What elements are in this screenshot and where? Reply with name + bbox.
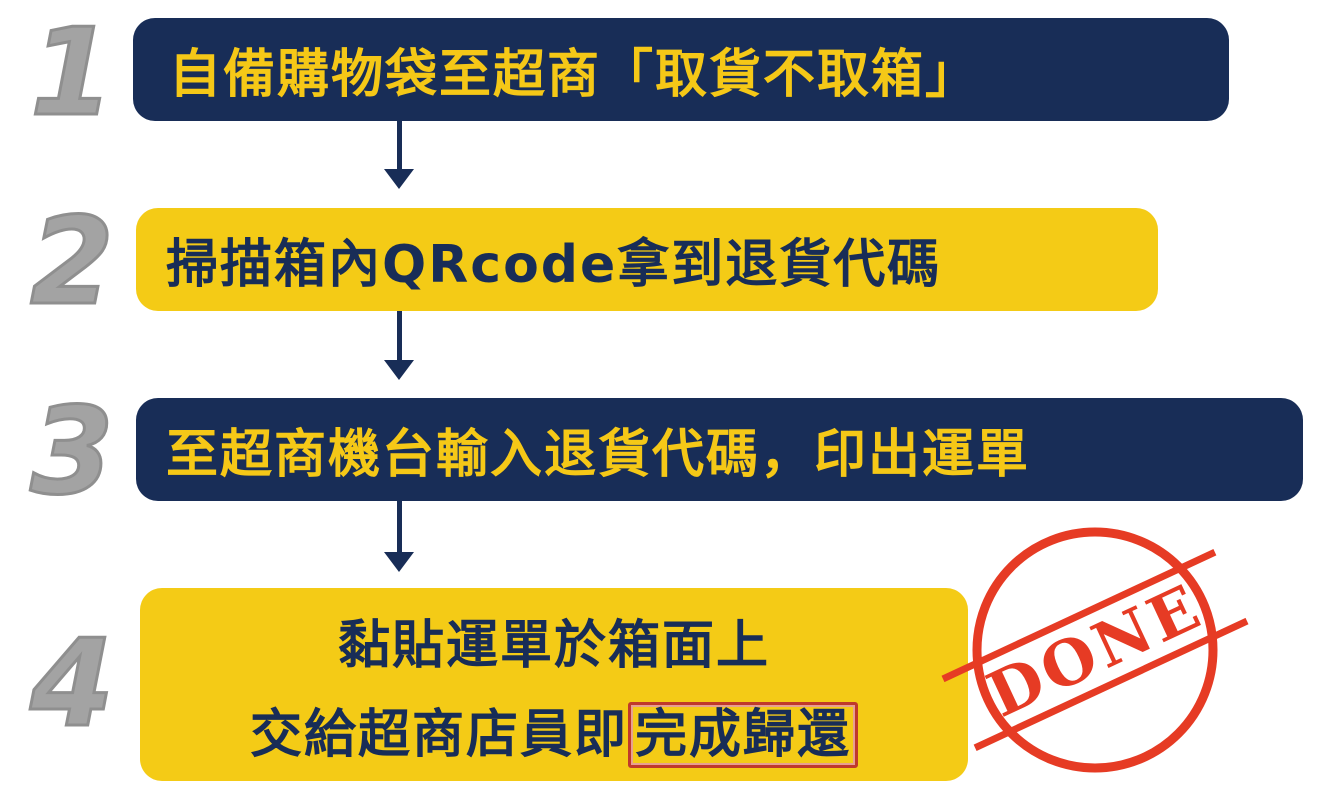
step-1-box: 自備購物袋至超商「取貨不取箱」 xyxy=(133,18,1229,121)
arrow-1-2 xyxy=(384,121,414,189)
step-number-1: 1 xyxy=(29,4,116,143)
step-2-box: 掃描箱內QRcode拿到退貨代碼 xyxy=(136,208,1158,311)
done-stamp-icon: DONE xyxy=(941,527,1249,773)
step-3-box: 至超商機台輸入退貨代碼，印出運單 xyxy=(136,398,1303,501)
step-4-line-2-prefix: 交給超商店員即 xyxy=(249,704,628,765)
step-4-line-1: 黏貼運單於箱面上 xyxy=(337,615,770,676)
step-number-3: 3 xyxy=(29,383,116,522)
step-2-text: 掃描箱內QRcode拿到退貨代碼 xyxy=(166,235,942,295)
arrow-2-3 xyxy=(384,311,414,380)
step-number-4: 4 xyxy=(29,615,116,754)
step-number-2: 2 xyxy=(29,193,116,332)
step-4-line-2: 交給超商店員即完成歸還 xyxy=(249,692,859,768)
arrow-3-4 xyxy=(384,501,414,572)
step-1-text: 自備購物袋至超商「取貨不取箱」 xyxy=(169,45,980,105)
step-3-text: 至超商機台輸入退貨代碼，印出運單 xyxy=(166,425,1031,485)
stamp-band-top xyxy=(941,548,1217,683)
stamp-text: DONE xyxy=(977,569,1214,731)
stamp-band-bottom xyxy=(973,617,1249,752)
stamp-circle xyxy=(972,527,1218,773)
step-4-box: 黏貼運單於箱面上 交給超商店員即完成歸還 xyxy=(140,588,968,781)
step-4-highlight: 完成歸還 xyxy=(628,701,859,768)
